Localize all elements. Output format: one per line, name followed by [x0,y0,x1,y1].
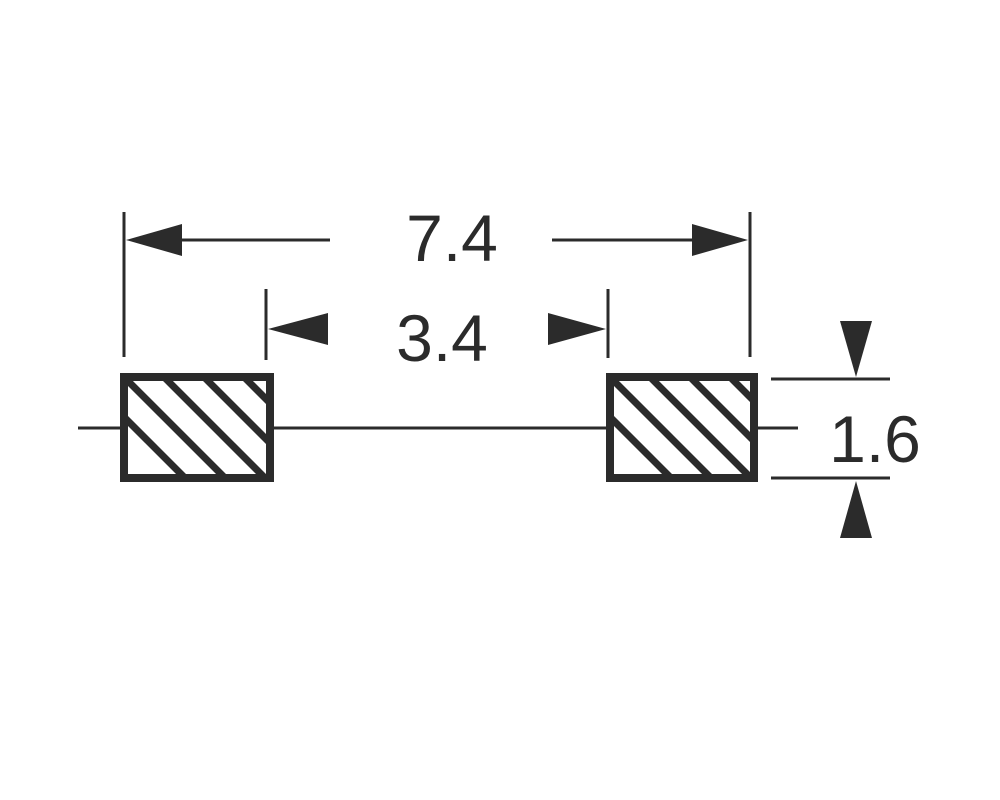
pad-right-hatch [610,377,754,478]
pad-left-hatch [124,377,270,478]
arrowhead-inner-right [548,313,606,345]
dimension-inner-gap: 3.4 [264,289,610,375]
dimension-label-pad-height: 1.6 [829,402,921,476]
pad-right [606,373,758,482]
arrowhead-inner-left [268,313,328,345]
arrowhead-right [692,224,748,256]
pad-left [120,373,274,482]
dimension-pad-height: 1.6 [771,321,921,538]
dimension-overall-width: 7.4 [122,201,752,357]
arrowhead-bottom [840,481,872,538]
arrowhead-top [840,321,872,377]
arrowhead-left [126,224,182,256]
dimension-label-overall-width: 7.4 [406,201,498,275]
dimension-label-inner-gap: 3.4 [396,301,488,375]
